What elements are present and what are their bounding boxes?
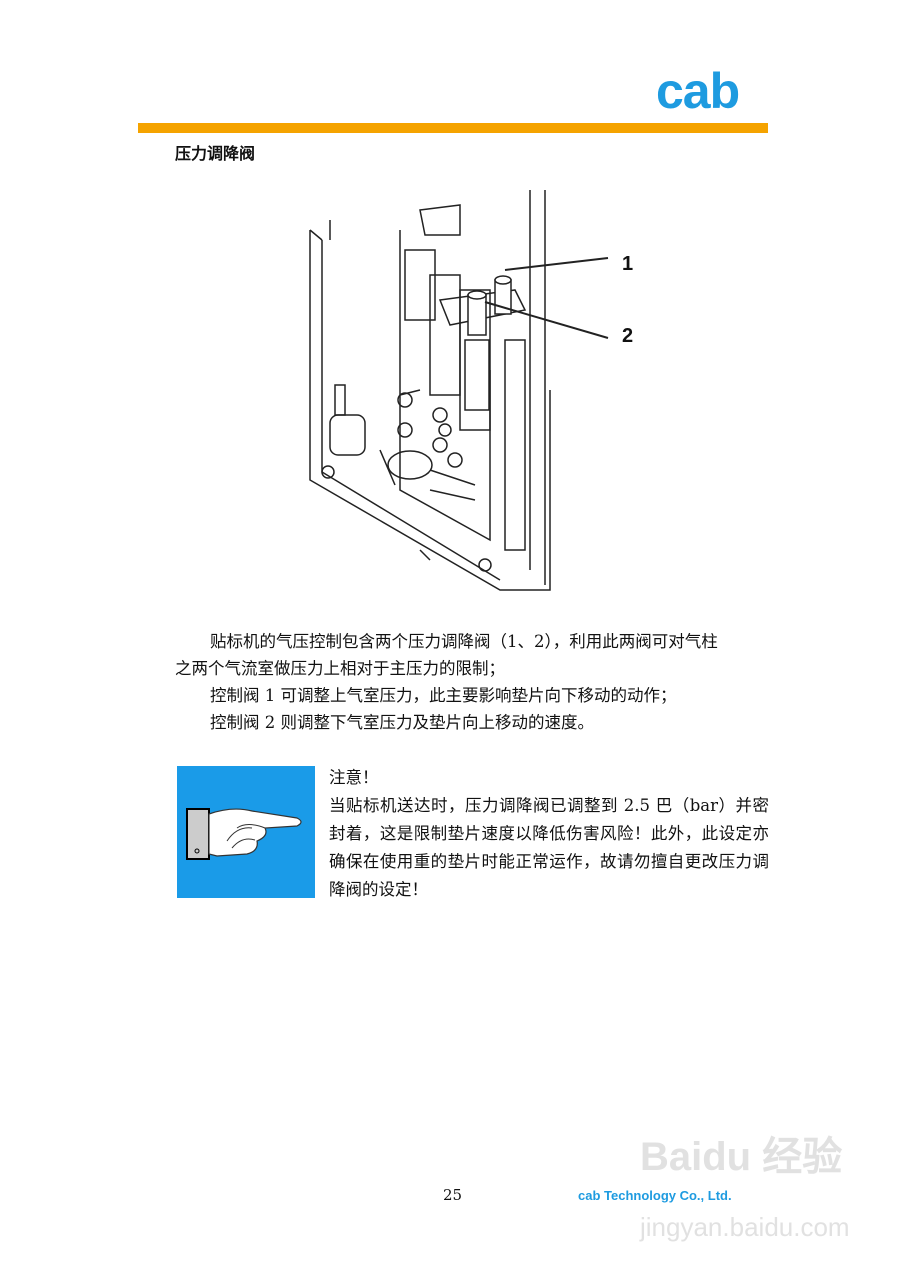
paragraph: 贴标机的气压控制包含两个压力调降阀（1、2），利用此两阀可对气柱: [210, 632, 718, 651]
footer-company: cab Technology Co., Ltd.: [578, 1188, 732, 1203]
watermark-line2: jingyan.baidu.com: [640, 1212, 850, 1242]
watermark-line1: Baidu 经验: [640, 1135, 843, 1179]
note-title: 注意！: [329, 768, 379, 787]
note-text: 注意！ 当贴标机送达时，压力调降阀已调整到 2.5 巴（bar）并密封着，这是限…: [329, 764, 769, 904]
paragraph: 控制阀 2 则调整下气室压力及垫片向上移动的速度。: [210, 713, 594, 732]
header-divider: [138, 123, 768, 133]
callout-2: 2: [622, 325, 633, 347]
note-body: 当贴标机送达时，压力调降阀已调整到 2.5 巴（bar）并密封着，这是限制垫片速…: [329, 796, 769, 899]
callout-1: 1: [622, 253, 633, 275]
body-text: 贴标机的气压控制包含两个压力调降阀（1、2），利用此两阀可对气柱 之两个气流室做…: [175, 628, 770, 736]
paragraph: 控制阀 1 可调整上气室压力，此主要影响垫片向下移动的动作；: [210, 686, 677, 705]
paragraph: 之两个气流室做压力上相对于主压力的限制；: [175, 659, 505, 678]
pointing-hand-icon: [186, 808, 302, 860]
pressure-valve-illustration: 1 2: [309, 190, 633, 591]
note-icon-box: [177, 766, 315, 898]
cab-logo: cab: [656, 63, 740, 119]
section-title: 压力调降阀: [175, 144, 256, 163]
page-number: 25: [443, 1186, 463, 1204]
